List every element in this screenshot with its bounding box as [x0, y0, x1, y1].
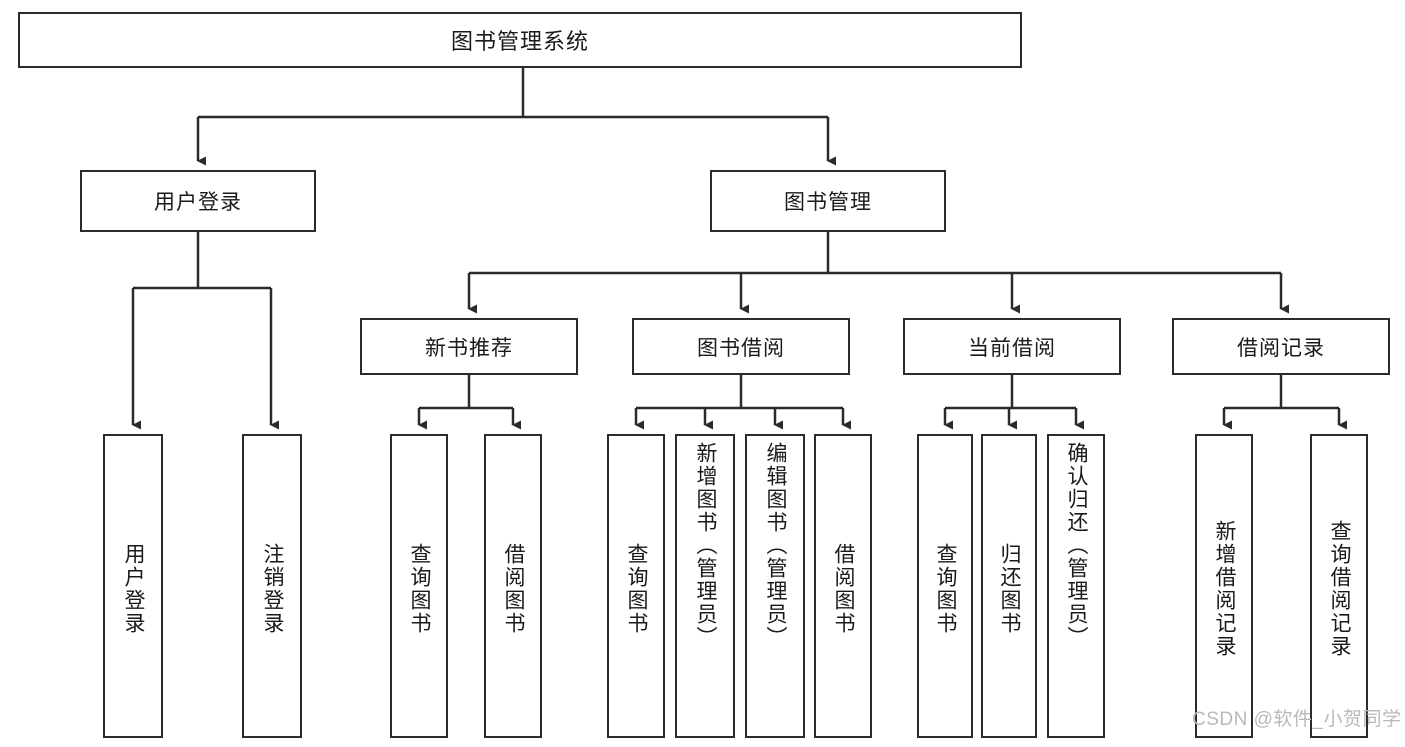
node-label: 新增图书（管理员） — [694, 442, 718, 649]
node-leaf-add-book-admin: 新增图书（管理员） — [675, 434, 735, 738]
node-leaf-user-login: 用户登录 — [103, 434, 163, 738]
node-leaf-query-book-1: 查询图书 — [390, 434, 448, 738]
node-book-manage: 图书管理 — [710, 170, 946, 232]
node-root: 图书管理系统 — [18, 12, 1022, 68]
node-label: 当前借阅 — [968, 336, 1056, 360]
node-label: 归还图书 — [998, 543, 1022, 635]
node-book-borrow: 图书借阅 — [632, 318, 850, 375]
node-leaf-query-borrow-record: 查询借阅记录 — [1310, 434, 1368, 738]
node-label: 图书管理系统 — [450, 29, 589, 54]
node-label: 新书推荐 — [425, 336, 513, 360]
node-leaf-query-book-2: 查询图书 — [607, 434, 665, 738]
node-label: 用户登录 — [154, 191, 242, 214]
node-label: 新增借阅记录 — [1213, 520, 1237, 658]
node-label: 借阅记录 — [1237, 336, 1325, 360]
node-leaf-confirm-return-admin: 确认归还（管理员） — [1047, 434, 1105, 738]
node-leaf-borrow-book-2: 借阅图书 — [814, 434, 872, 738]
node-label: 编辑图书（管理员） — [764, 442, 788, 649]
node-label: 注销登录 — [261, 543, 285, 635]
node-label: 图书管理 — [784, 191, 872, 214]
node-user-login: 用户登录 — [80, 170, 316, 232]
node-label: 用户登录 — [122, 543, 146, 635]
node-new-book-recommend: 新书推荐 — [360, 318, 578, 375]
node-leaf-edit-book-admin: 编辑图书（管理员） — [745, 434, 805, 738]
node-leaf-query-book-3: 查询图书 — [917, 434, 973, 738]
node-leaf-return-book: 归还图书 — [981, 434, 1037, 738]
node-label: 查询图书 — [625, 543, 649, 635]
node-current-borrow: 当前借阅 — [903, 318, 1121, 375]
node-leaf-add-borrow-record: 新增借阅记录 — [1195, 434, 1253, 738]
csdn-watermark: CSDN @软件_小贺同学 — [1192, 709, 1402, 730]
node-label: 借阅图书 — [832, 543, 856, 635]
node-leaf-logout: 注销登录 — [242, 434, 302, 738]
node-label: 查询图书 — [408, 543, 432, 635]
node-leaf-borrow-book-1: 借阅图书 — [484, 434, 542, 738]
node-borrow-record: 借阅记录 — [1172, 318, 1390, 375]
node-label: 查询借阅记录 — [1328, 520, 1352, 658]
node-label: 图书借阅 — [697, 336, 785, 360]
node-label: 借阅图书 — [502, 543, 526, 635]
node-label: 查询图书 — [934, 543, 958, 635]
node-label: 确认归还（管理员） — [1065, 442, 1089, 649]
